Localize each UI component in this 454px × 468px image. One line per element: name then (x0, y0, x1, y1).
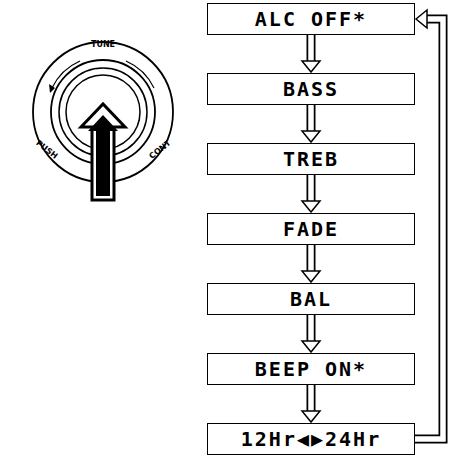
flow-arrow (302, 315, 320, 352)
menu-text: FADE (283, 217, 339, 241)
menu-text: BASS (283, 77, 339, 101)
arrow-head (302, 61, 320, 72)
flow-arrow (302, 35, 320, 72)
menu-box: BAL (207, 283, 415, 315)
menu-box: BASS (207, 73, 415, 105)
arrow-band-outline (307, 35, 316, 63)
arrow-head (302, 131, 320, 142)
menu-box: TREB (207, 143, 415, 175)
arrow-band-outline (307, 385, 316, 413)
arrow-band-fill (308, 385, 314, 413)
tune-arrowhead (49, 84, 55, 93)
arrow-head (416, 10, 427, 28)
menu-text: 12Hr◀▶24Hr (241, 427, 381, 451)
arrow-head (302, 201, 320, 212)
flow-arrow (302, 245, 320, 282)
flow-arrow (302, 385, 320, 422)
arrow-band-outline (415, 19, 443, 439)
tune-arc-left (52, 61, 80, 88)
menu-box: BEEP ON* (207, 353, 415, 385)
arrow-band-fill (308, 105, 314, 133)
push-arrow-fill (88, 115, 118, 196)
push-arrow (81, 104, 125, 200)
menu-text: BEEP ON* (255, 357, 367, 381)
arrow-head (302, 341, 320, 352)
flow-arrow (415, 10, 443, 439)
arrow-band-fill (415, 19, 443, 439)
arrow-band-fill (308, 35, 314, 63)
flow-arrow (302, 105, 320, 142)
arrow-band-outline (307, 175, 316, 203)
arrow-band-fill (308, 315, 314, 343)
knob-label: TUNE (91, 41, 115, 49)
arrow-band-outline (307, 105, 316, 133)
arrow-band-outline (307, 245, 316, 273)
menu-box: 12Hr◀▶24Hr (207, 423, 415, 455)
arrow-head (302, 271, 320, 282)
menu-text: TREB (283, 147, 339, 171)
menu-box: ALC OFF* (207, 3, 415, 35)
menu-box: FADE (207, 213, 415, 245)
arrow-head (302, 411, 320, 422)
menu-text: BAL (290, 287, 332, 311)
flow-arrow (302, 175, 320, 212)
arrow-band-fill (308, 245, 314, 273)
arrow-band-outline (307, 315, 316, 343)
tune-arc-right (126, 61, 154, 88)
menu-text: ALC OFF* (255, 7, 367, 31)
arrow-band-fill (308, 175, 314, 203)
